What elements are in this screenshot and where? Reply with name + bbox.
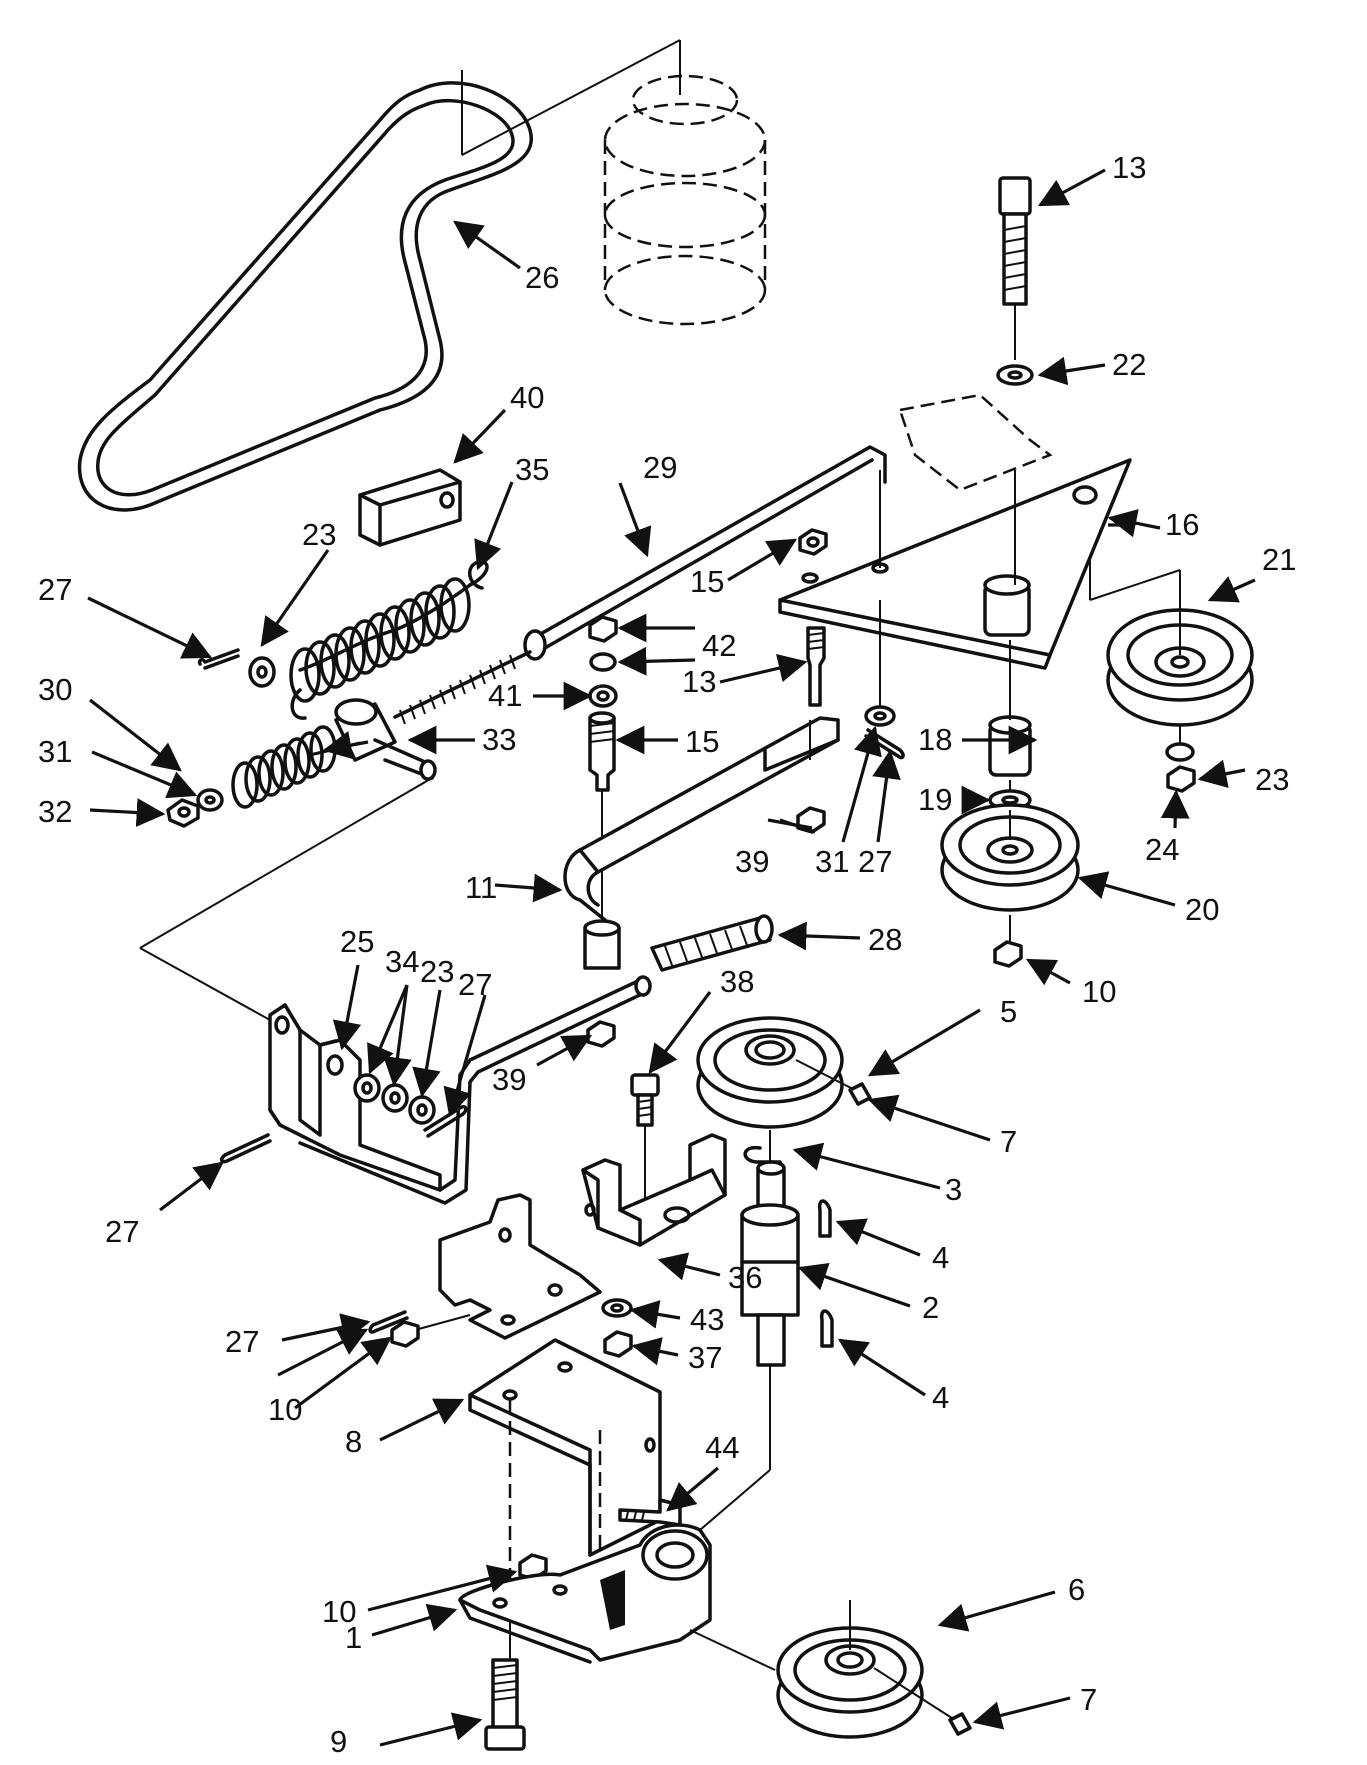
callout-2: 2 [922, 1290, 939, 1325]
washer-43-nut-37 [601, 1298, 633, 1358]
callout-25: 26 [525, 260, 559, 295]
spring-34 [289, 560, 489, 720]
callout-1: 1 [345, 1620, 362, 1655]
callout-4: 4 [932, 1380, 949, 1415]
callout-24: 24 [1145, 832, 1179, 867]
sleeve-28 [650, 914, 774, 972]
callout-31: 31 [815, 844, 849, 879]
callout-40: 40 [510, 380, 544, 415]
callout-18: 18 [918, 722, 952, 757]
callout-23: 23 [420, 954, 454, 989]
callout-35: 34 [385, 944, 419, 979]
bracket-36 [581, 1133, 727, 1247]
callout-leaders [87, 168, 1256, 1747]
nut-39-lower [586, 1020, 616, 1048]
bracket-phantom [898, 393, 1053, 492]
pulley-6 [689, 1469, 972, 1739]
control-rod-29 [393, 445, 887, 725]
nut-10-lower [518, 1553, 548, 1581]
bolt-9 [484, 1658, 526, 1751]
callout-42: 42 [702, 628, 736, 663]
bolt-44 [618, 1498, 682, 1527]
callout-38: 38 [720, 964, 754, 999]
lower-plate [368, 1193, 602, 1340]
callout-16: 15 [690, 564, 724, 599]
shaft-assembly-2 [740, 1130, 834, 1470]
bracket-8 [468, 1338, 662, 1620]
callout-23: 23 [302, 517, 336, 552]
callout-labels: 13 22 26 40 29 35 23 27 16 21 15 42 41 1… [38, 150, 1296, 1759]
callout-27: 27 [225, 1324, 259, 1359]
callout-44: 44 [705, 1430, 739, 1465]
spring-30 [231, 725, 337, 809]
callout-17: 16 [1165, 507, 1199, 542]
callout-9: 9 [330, 1724, 347, 1759]
bolt-21 [996, 176, 1034, 386]
pulley-22 [1089, 569, 1254, 793]
callout-27: 27 [858, 844, 892, 879]
nut-10-mid [390, 1320, 420, 1348]
stud-13 [806, 626, 826, 707]
callout-10: 10 [268, 1392, 302, 1427]
callout-43: 43 [690, 1302, 724, 1337]
callout-6: 6 [1068, 1572, 1085, 1607]
callout-34: 35 [515, 452, 549, 487]
callout-37: 37 [688, 1340, 722, 1375]
idler-arm-11 [563, 716, 840, 970]
callout-36: 36 [728, 1260, 762, 1295]
callout-8: 8 [345, 1424, 362, 1459]
callout-27: 27 [105, 1214, 139, 1249]
assembly-lines [139, 777, 433, 1021]
callout-29: 29 [643, 450, 677, 485]
callout-3: 3 [945, 1172, 962, 1207]
callout-33: 33 [482, 722, 516, 757]
callout-31: 31 [38, 734, 72, 769]
callout-23: 22 [1112, 347, 1146, 382]
callout-27: 27 [38, 572, 72, 607]
callout-27: 27 [458, 967, 492, 1002]
callout-39: 39 [735, 844, 769, 879]
bracket-hardware [219, 1073, 468, 1164]
callout-32: 32 [38, 794, 72, 829]
screw-38 [630, 1073, 660, 1210]
callout-39: 39 [492, 1062, 526, 1097]
engine-pulley-phantom [603, 74, 767, 326]
callout-23: 23 [1255, 762, 1289, 797]
callout-10: 10 [1082, 974, 1116, 1009]
callout-20: 20 [1185, 892, 1219, 927]
v-belt [77, 39, 681, 512]
callout-26: 25 [340, 924, 374, 959]
pulley-20 [940, 803, 1080, 968]
callout-10: 10 [322, 1594, 356, 1629]
bracket-40 [358, 468, 462, 547]
callout-21: 13 [1112, 150, 1146, 185]
callout-41: 41 [488, 678, 522, 713]
callout-4: 4 [932, 1240, 949, 1275]
callout-28: 28 [868, 922, 902, 957]
base-1 [458, 1523, 712, 1664]
callout-22: 21 [1262, 542, 1296, 577]
callout-19: 19 [918, 782, 952, 817]
callout-15: 15 [685, 724, 719, 759]
bracket-26 [268, 1003, 442, 1192]
callout-13: 13 [682, 664, 716, 699]
callout-7: 7 [1080, 1682, 1097, 1717]
idler-plate-17 [778, 458, 1132, 670]
callout-11: 11 [465, 870, 497, 905]
callout-5: 5 [1000, 994, 1017, 1029]
callout-7: 7 [1000, 1124, 1017, 1159]
hardware-stack-16-42-41 [588, 528, 828, 708]
callout-30: 30 [38, 672, 72, 707]
pulley-5 [696, 1016, 872, 1129]
washer-and-pin-left [197, 648, 276, 688]
washer-nut-left [166, 788, 224, 828]
